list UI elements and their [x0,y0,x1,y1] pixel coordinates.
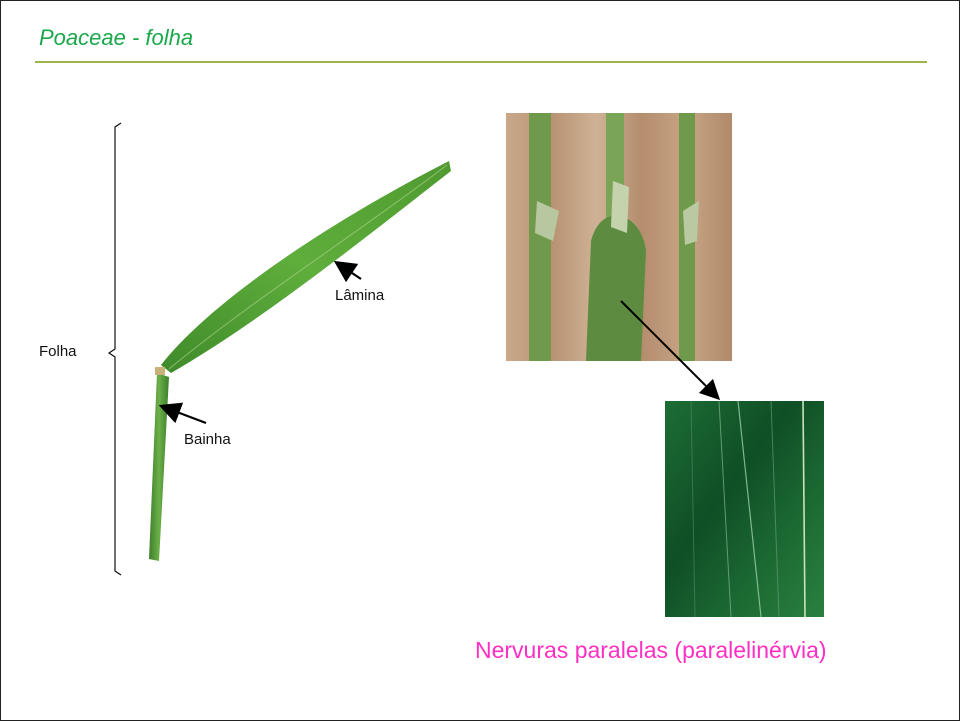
grass-leaf-image [149,161,451,561]
bainha-arrow [169,409,206,423]
stem-photo [506,113,732,361]
ligule [155,367,165,375]
lamina-arrow [343,267,361,279]
folha-bracket [109,123,121,575]
folha-label: Folha [39,343,77,360]
bainha-label: Bainha [184,431,231,448]
caption: Nervuras paralelas (paralelinérvia) [475,637,827,664]
vein-closeup-photo [665,401,824,617]
lamina-label: Lâmina [335,287,384,304]
